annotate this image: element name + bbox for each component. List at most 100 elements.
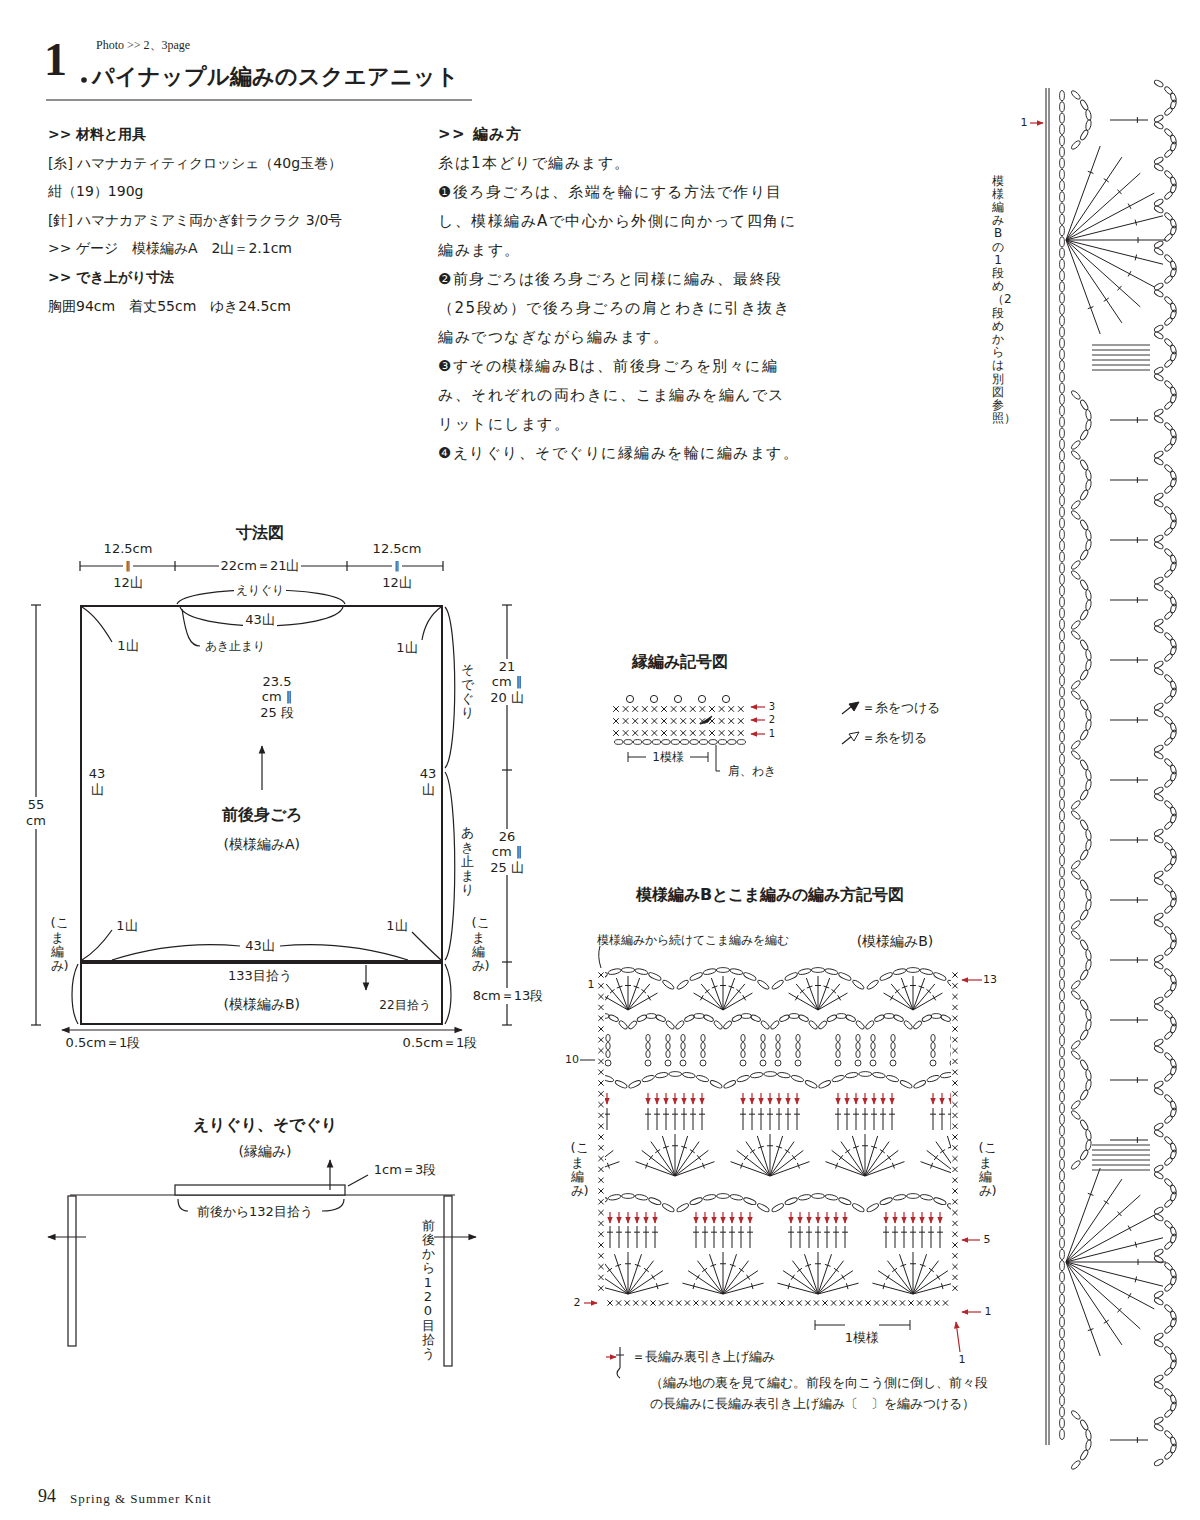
single-crochet [680, 706, 686, 712]
double-crochet [913, 1283, 951, 1294]
chain-stitch [743, 971, 757, 981]
neck-band [175, 1185, 345, 1195]
chain-stitch [796, 1042, 800, 1049]
double-crochet [1066, 240, 1163, 264]
text-label: そでぐり [461, 663, 474, 720]
double-crochet [852, 1136, 865, 1176]
red-arrow [778, 1093, 779, 1104]
double-crochet [872, 1283, 913, 1294]
double-crochet [832, 1150, 865, 1176]
symbol-group [605, 968, 951, 1294]
rule-line [502, 961, 512, 962]
single-crochet [598, 972, 603, 977]
double-crochet [1110, 897, 1148, 903]
chain-stitch [1085, 1129, 1092, 1141]
double-crochet [797, 1226, 803, 1248]
single-crochet [709, 706, 715, 712]
text-label: 0.5cm＝1段 [66, 1035, 141, 1051]
chain-stitch [1153, 961, 1164, 970]
chain-stitch [1163, 652, 1173, 662]
chain-stitch [1060, 406, 1065, 416]
chain-stitch [1163, 484, 1173, 494]
double-crochet [628, 1261, 654, 1294]
single-crochet [952, 1156, 957, 1161]
chain-stitch [750, 1014, 761, 1023]
chain-stitch [741, 1014, 751, 1019]
chain-stitch [1085, 889, 1092, 901]
chain-stitch [1163, 1387, 1173, 1397]
slit-bracket [445, 772, 455, 960]
chain-stitch [1153, 324, 1164, 333]
chain-stitch [723, 1079, 737, 1089]
single-crochet [771, 1300, 776, 1305]
chain-stitch [1060, 766, 1065, 776]
double-crochet [833, 1226, 839, 1248]
text-label: えりぐり [234, 583, 286, 597]
chain-stitch [1153, 492, 1164, 501]
single-crochet [598, 1124, 603, 1129]
chain-stitch [1163, 1156, 1173, 1166]
chain-stitch [1085, 589, 1092, 601]
armhole-bracket [445, 607, 455, 768]
chain-stitch [621, 968, 634, 973]
chain-stitch [1085, 469, 1092, 481]
chain-stitch [891, 1034, 895, 1041]
chain-stitch [1060, 1283, 1065, 1293]
chain-stitch [1070, 989, 1081, 1000]
double-crochet [901, 978, 913, 1010]
double-crochet [605, 1162, 619, 1176]
single-crochet [633, 1300, 638, 1305]
text-label: 43山 [87, 766, 107, 797]
chain-stitch [1060, 1159, 1065, 1169]
chain-stitch [1170, 141, 1178, 152]
chain-stitch [1163, 841, 1173, 851]
double-crochet [616, 978, 628, 1010]
chain-stitch [866, 979, 880, 991]
single-crochet [598, 1221, 603, 1226]
rule-line [48, 1236, 86, 1237]
chain-stitch [797, 968, 811, 976]
chain-stitch [1163, 85, 1173, 95]
double-crochet [948, 1108, 951, 1130]
chain-stitch [1153, 1080, 1164, 1089]
chart-stroke [82, 930, 112, 960]
chain-stitch [1060, 721, 1065, 731]
red-arrow [882, 1093, 883, 1104]
chain-stitch [684, 1014, 695, 1023]
chain-stitch [1070, 739, 1081, 750]
double-crochet [1110, 1437, 1148, 1443]
chain-stitch [1163, 757, 1173, 767]
single-crochet [671, 706, 677, 712]
chain-stitch [836, 1042, 840, 1049]
text-label: ＝長編み裏引き上げ編み [632, 1349, 775, 1365]
red-arrow [695, 1212, 696, 1223]
chain-stitch [1170, 351, 1178, 362]
chain-stitch [1060, 1148, 1065, 1158]
text-label: 43山 [418, 766, 438, 797]
chain-stitch [1060, 192, 1065, 202]
rule-line [502, 769, 512, 770]
chain-stitch [1070, 799, 1081, 810]
double-crochet [1110, 1137, 1148, 1143]
double-crochet [792, 1261, 818, 1294]
red-arrow [891, 1093, 892, 1104]
chain-stitch [1060, 124, 1065, 134]
chain-stitch [1060, 732, 1065, 742]
chain-stitch [796, 1050, 800, 1057]
chain-stitch [1060, 383, 1065, 393]
chain-stitch [871, 1034, 875, 1041]
single-crochet [952, 1016, 957, 1021]
chain-stitch [614, 740, 622, 745]
text-label: 13 [983, 973, 997, 986]
rule-line [346, 561, 347, 571]
chain-stitch [671, 740, 679, 745]
text-label: 12山 [380, 575, 414, 591]
text-label: 26 cm ‖ 25 山 [485, 829, 529, 876]
chain-stitch [1170, 99, 1178, 110]
chain-stitch [919, 968, 933, 976]
chain-stitch [1070, 919, 1081, 930]
text-label: 2 [574, 1296, 581, 1309]
chain-stitch [1070, 1049, 1081, 1060]
chain-stitch [921, 1014, 932, 1023]
red-arrow [808, 1212, 809, 1223]
